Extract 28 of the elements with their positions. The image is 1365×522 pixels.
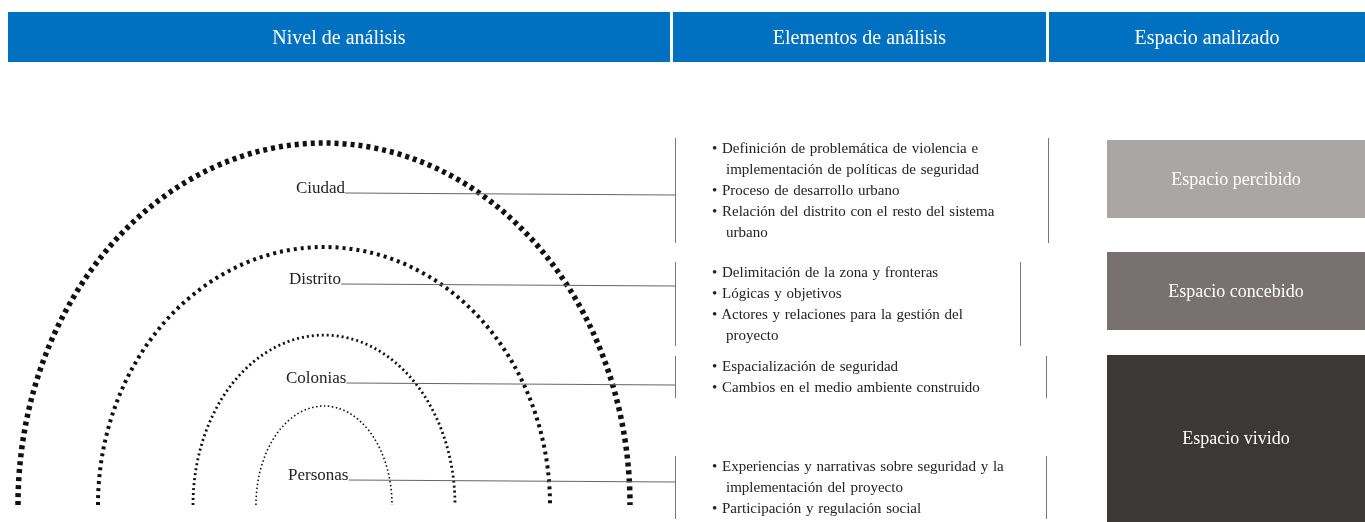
column-header: Espacio analizado (1049, 12, 1365, 62)
level-label: Personas (288, 465, 349, 485)
leader-line (345, 382, 676, 386)
list-item: • Proceso de desarrollo urbano (712, 181, 901, 200)
list-item: • Experiencias y narrativas sobre seguridad y la implementación del proyecto (712, 457, 1005, 497)
leader-line (344, 192, 676, 196)
level-label: Ciudad (296, 178, 346, 198)
list-item: • Espacialización de seguridad (712, 357, 900, 376)
level-label: Distrito (289, 269, 341, 289)
column-header: Elementos de análisis (673, 12, 1046, 62)
list-item: • Actores y relaciones para la gestión del proyecto (712, 305, 964, 345)
bracketed-list (675, 456, 1047, 519)
bracketed-list (675, 356, 1047, 398)
bracketed-list (675, 138, 1049, 243)
space-box: Espacio concebido (1107, 252, 1365, 330)
list-item: • Definición de problemática de violencia e implementación de políticas de seguridad (712, 139, 981, 179)
list-item: • Relación del distrito con el resto del sistema urbano (712, 202, 996, 242)
list-item: • Cambios en el medio ambiente construido (712, 378, 981, 397)
space-box: Espacio vivido (1107, 355, 1365, 522)
bracketed-list (675, 262, 1021, 346)
level-label: Colonias (286, 368, 347, 388)
list-item: • Delimitación de la zona y fronteras (712, 263, 940, 282)
column-header: Nivel de análisis (8, 12, 670, 62)
space-box: Espacio percibido (1107, 140, 1365, 218)
list-item: • Participación y regulación social (712, 499, 923, 518)
leader-line (347, 479, 676, 483)
leader-line (340, 283, 676, 287)
list-item: • Lógicas y objetivos (712, 284, 843, 303)
